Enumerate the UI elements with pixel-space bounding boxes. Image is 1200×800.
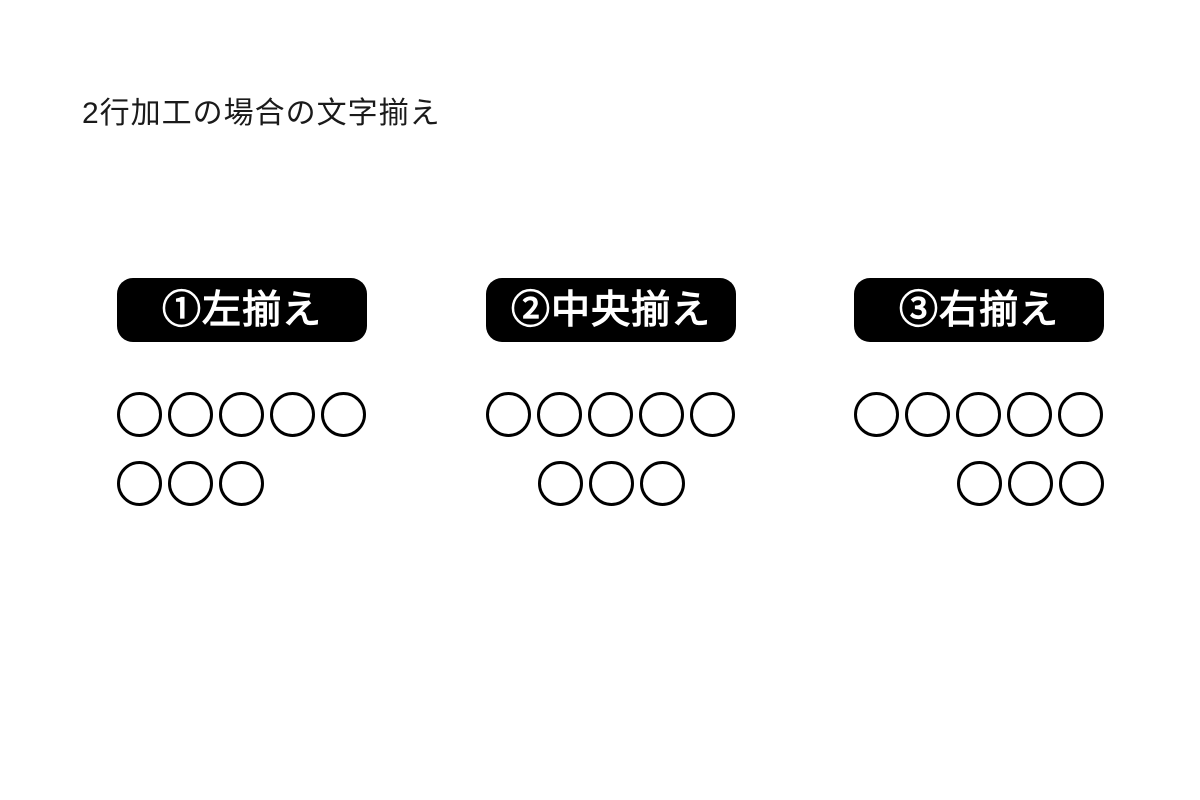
circle-icon [270,392,315,437]
circle-icon [168,392,213,437]
circle-row-top [486,392,736,437]
circle-icon [854,392,899,437]
circle-row-bottom [854,461,1104,506]
circle-icon [1058,392,1103,437]
circle-icon [486,392,531,437]
circle-row-top [117,392,367,437]
circle-icon [956,392,1001,437]
circle-row-bottom [486,461,736,506]
alignment-label-pill: ①左揃え [117,278,367,342]
circle-icon [168,461,213,506]
circle-icon [588,461,634,506]
alignment-section-left-align: ①左揃え [117,278,367,506]
circle-icon [588,392,633,437]
circle-icon [321,392,366,437]
alignment-label-text: ③右揃え [898,288,1059,332]
circle-icon [1059,461,1104,506]
alignment-label-text: ①左揃え [161,288,322,332]
alignment-section-right-align: ③右揃え [854,278,1104,506]
circle-icon [219,392,264,437]
circle-icon [117,461,162,506]
circle-icon [219,461,264,506]
circle-icon [537,392,582,437]
circle-icon [1007,392,1052,437]
circle-icon [639,461,685,506]
circle-icon [639,392,684,437]
page-title: 2行加工の場合の文字揃え [82,97,441,130]
circle-icon [690,392,735,437]
circle-row-bottom [117,461,367,506]
alignment-section-center-align: ②中央揃え [486,278,736,506]
alignment-label-pill: ③右揃え [854,278,1104,342]
circle-icon [957,461,1002,506]
alignment-sections: ①左揃え ②中央揃え ③右揃え [0,278,1200,538]
alignment-label-pill: ②中央揃え [486,278,736,342]
alignment-label-text: ②中央揃え [510,288,711,332]
circle-icon [117,392,162,437]
circle-icon [537,461,583,506]
circle-row-top [854,392,1104,437]
circle-icon [905,392,950,437]
circle-icon [1008,461,1053,506]
